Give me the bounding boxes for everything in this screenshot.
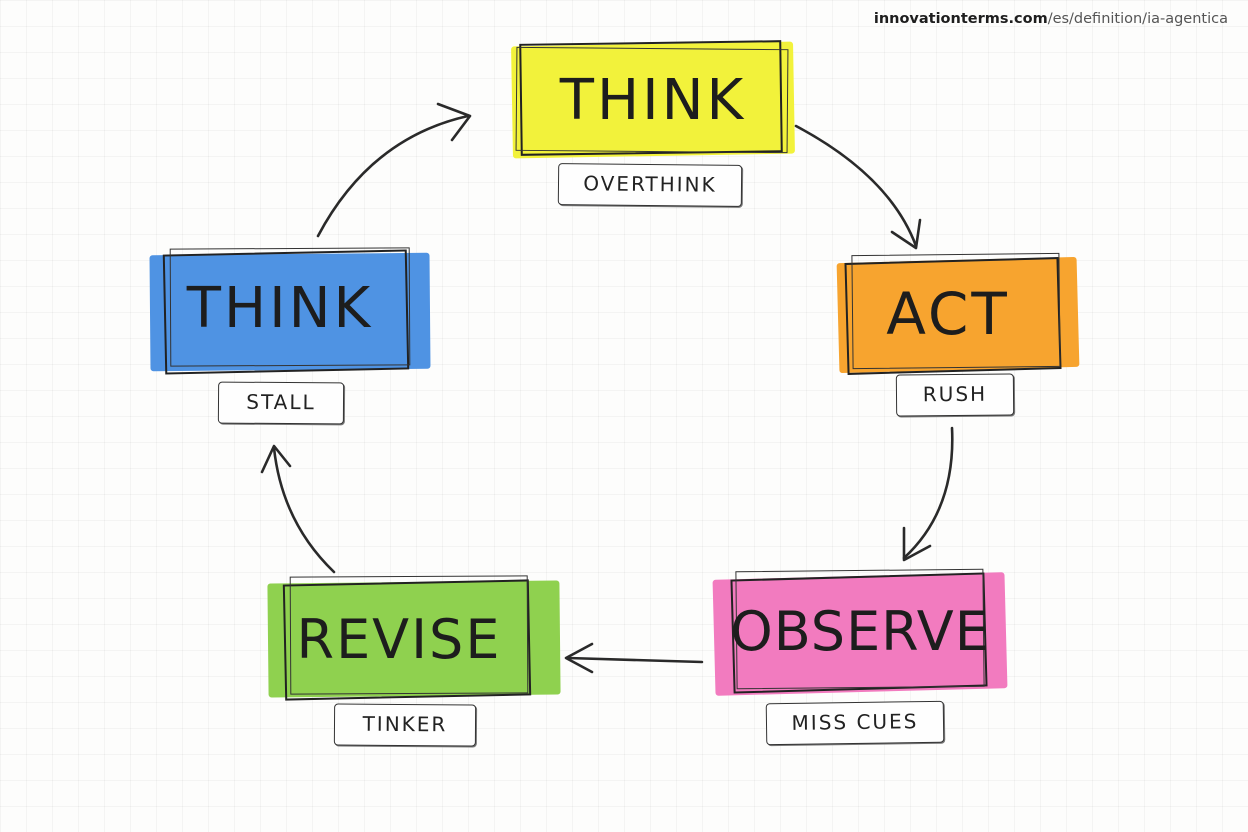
arrow-act-to-observe <box>902 426 954 562</box>
source-path: /es/definition/ia-agentica <box>1047 11 1228 27</box>
node-act-label: ACT <box>886 280 1010 348</box>
arrow-think-top-to-act <box>794 124 922 250</box>
arrow-observe-to-revise <box>564 642 704 674</box>
node-revise-label: REVISE <box>296 608 502 671</box>
node-act: ACT <box>836 250 1080 378</box>
arrow-revise-to-think-left <box>260 444 336 574</box>
node-think-top: THINK <box>511 40 795 162</box>
node-observe: OBSERVE <box>712 566 1008 700</box>
source-domain: innovationterms.com <box>873 11 1048 27</box>
arrow-think-left-to-think-top <box>316 102 472 238</box>
tag-tinker: TINKER <box>333 703 477 747</box>
node-revise: REVISE <box>267 574 561 706</box>
node-think-left: THINK <box>149 244 431 378</box>
source-url: innovationterms.com/es/definition/ia-age… <box>874 11 1228 27</box>
tag-miss-cues: MISS CUES <box>765 700 945 746</box>
tag-overthink: OVERTHINK <box>557 163 743 207</box>
tag-stall: STALL <box>217 381 345 425</box>
node-observe-label: OBSERVE <box>730 600 990 663</box>
tag-rush: RUSH <box>895 373 1015 417</box>
node-think-top-label: THINK <box>559 68 747 133</box>
node-think-left-label: THINK <box>186 276 374 341</box>
